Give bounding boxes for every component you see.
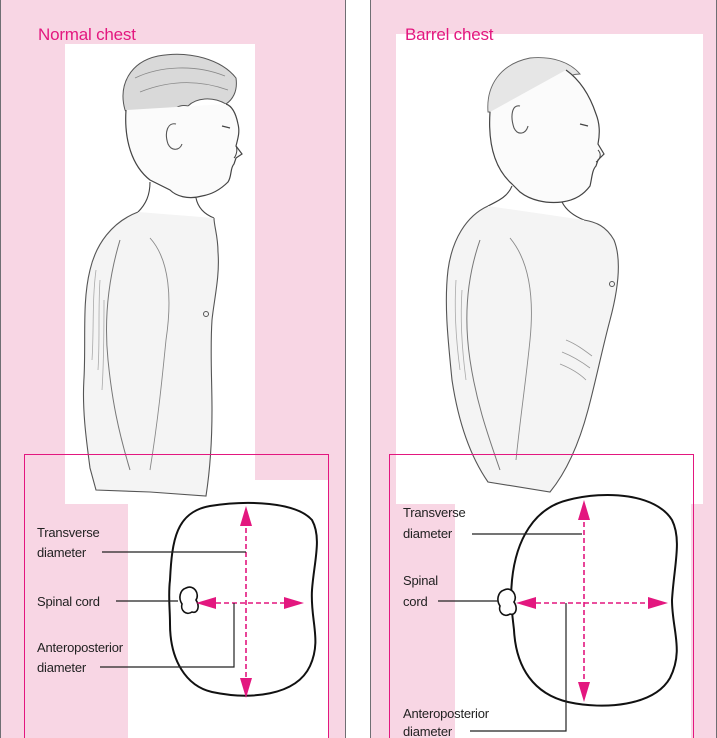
anteroposterior-label-line2: diameter xyxy=(37,659,86,676)
spinal-cord-label: Spinal cord xyxy=(37,593,100,610)
transverse-label-line2: diameter xyxy=(37,544,86,561)
transverse-label-line1: Transverse xyxy=(403,504,466,521)
barrel-chest-panel: Barrel chest xyxy=(370,0,717,738)
spinal-cord-shape xyxy=(180,587,198,613)
anteroposterior-label-line1: Anteroposterior xyxy=(37,639,123,656)
anteroposterior-label-line2: diameter xyxy=(403,723,452,738)
normal-cross-section-diagram xyxy=(0,0,346,738)
spinal-cord-shape xyxy=(498,589,516,615)
anteroposterior-label-line1: Anteroposterior xyxy=(403,705,489,722)
transverse-label-line2: diameter xyxy=(403,525,452,542)
spinal-label-line2: cord xyxy=(403,593,428,610)
barrel-cross-section-diagram xyxy=(370,0,717,738)
transverse-label-line1: Transverse xyxy=(37,524,100,541)
spinal-label-line1: Spinal xyxy=(403,572,438,589)
normal-chest-panel: Normal chest xyxy=(0,0,346,738)
